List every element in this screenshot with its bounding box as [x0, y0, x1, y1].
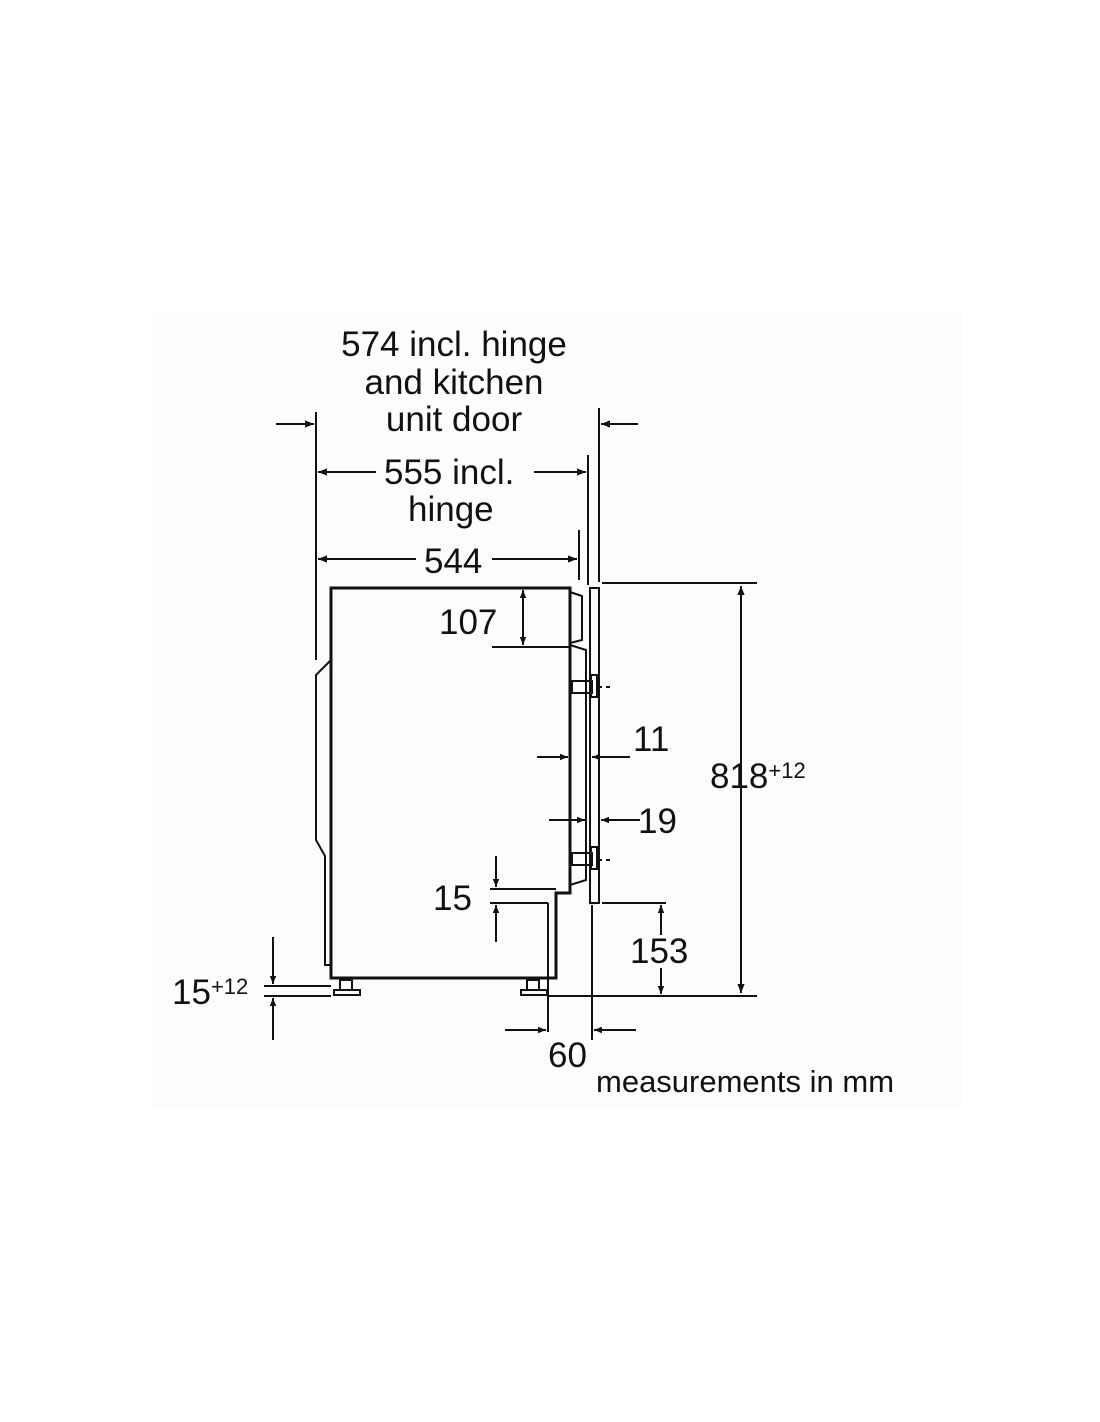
label-555-part-2: hinge: [408, 490, 494, 529]
foot-rear: [333, 979, 361, 996]
label-818: 818+12: [710, 758, 806, 796]
foot-front: [520, 979, 548, 996]
appliance-back-detail: [315, 659, 332, 966]
label-107: 107: [439, 603, 498, 642]
units-note: measurements in mm: [596, 1064, 895, 1099]
kitchen-unit-door: [589, 587, 600, 904]
label-15-feet-value: 15: [172, 973, 211, 1012]
appliance-body-outline: [329, 586, 572, 980]
front-profile: [569, 644, 587, 886]
label-19: 19: [638, 802, 677, 841]
label-818-tolerance: +12: [768, 758, 806, 783]
label-574-line-3: unit door: [385, 400, 523, 439]
hinge-top-region: [569, 591, 583, 644]
label-15-feet-tolerance: +12: [210, 974, 249, 999]
label-574-line-2: and kitchen: [364, 363, 544, 402]
label-544: 544: [424, 542, 483, 581]
hinge-upper: [571, 674, 612, 698]
label-153: 153: [630, 932, 689, 971]
hinge-lower: [571, 846, 612, 870]
label-60: 60: [548, 1036, 587, 1075]
label-574-line-1: 574 incl. hinge: [341, 325, 567, 364]
label-555-part-1: 555 incl.: [384, 453, 515, 492]
label-15: 15: [433, 879, 472, 918]
label-11: 11: [633, 720, 670, 759]
label-818-value: 818: [710, 757, 769, 796]
label-15-feet: 15+12: [172, 974, 248, 1012]
